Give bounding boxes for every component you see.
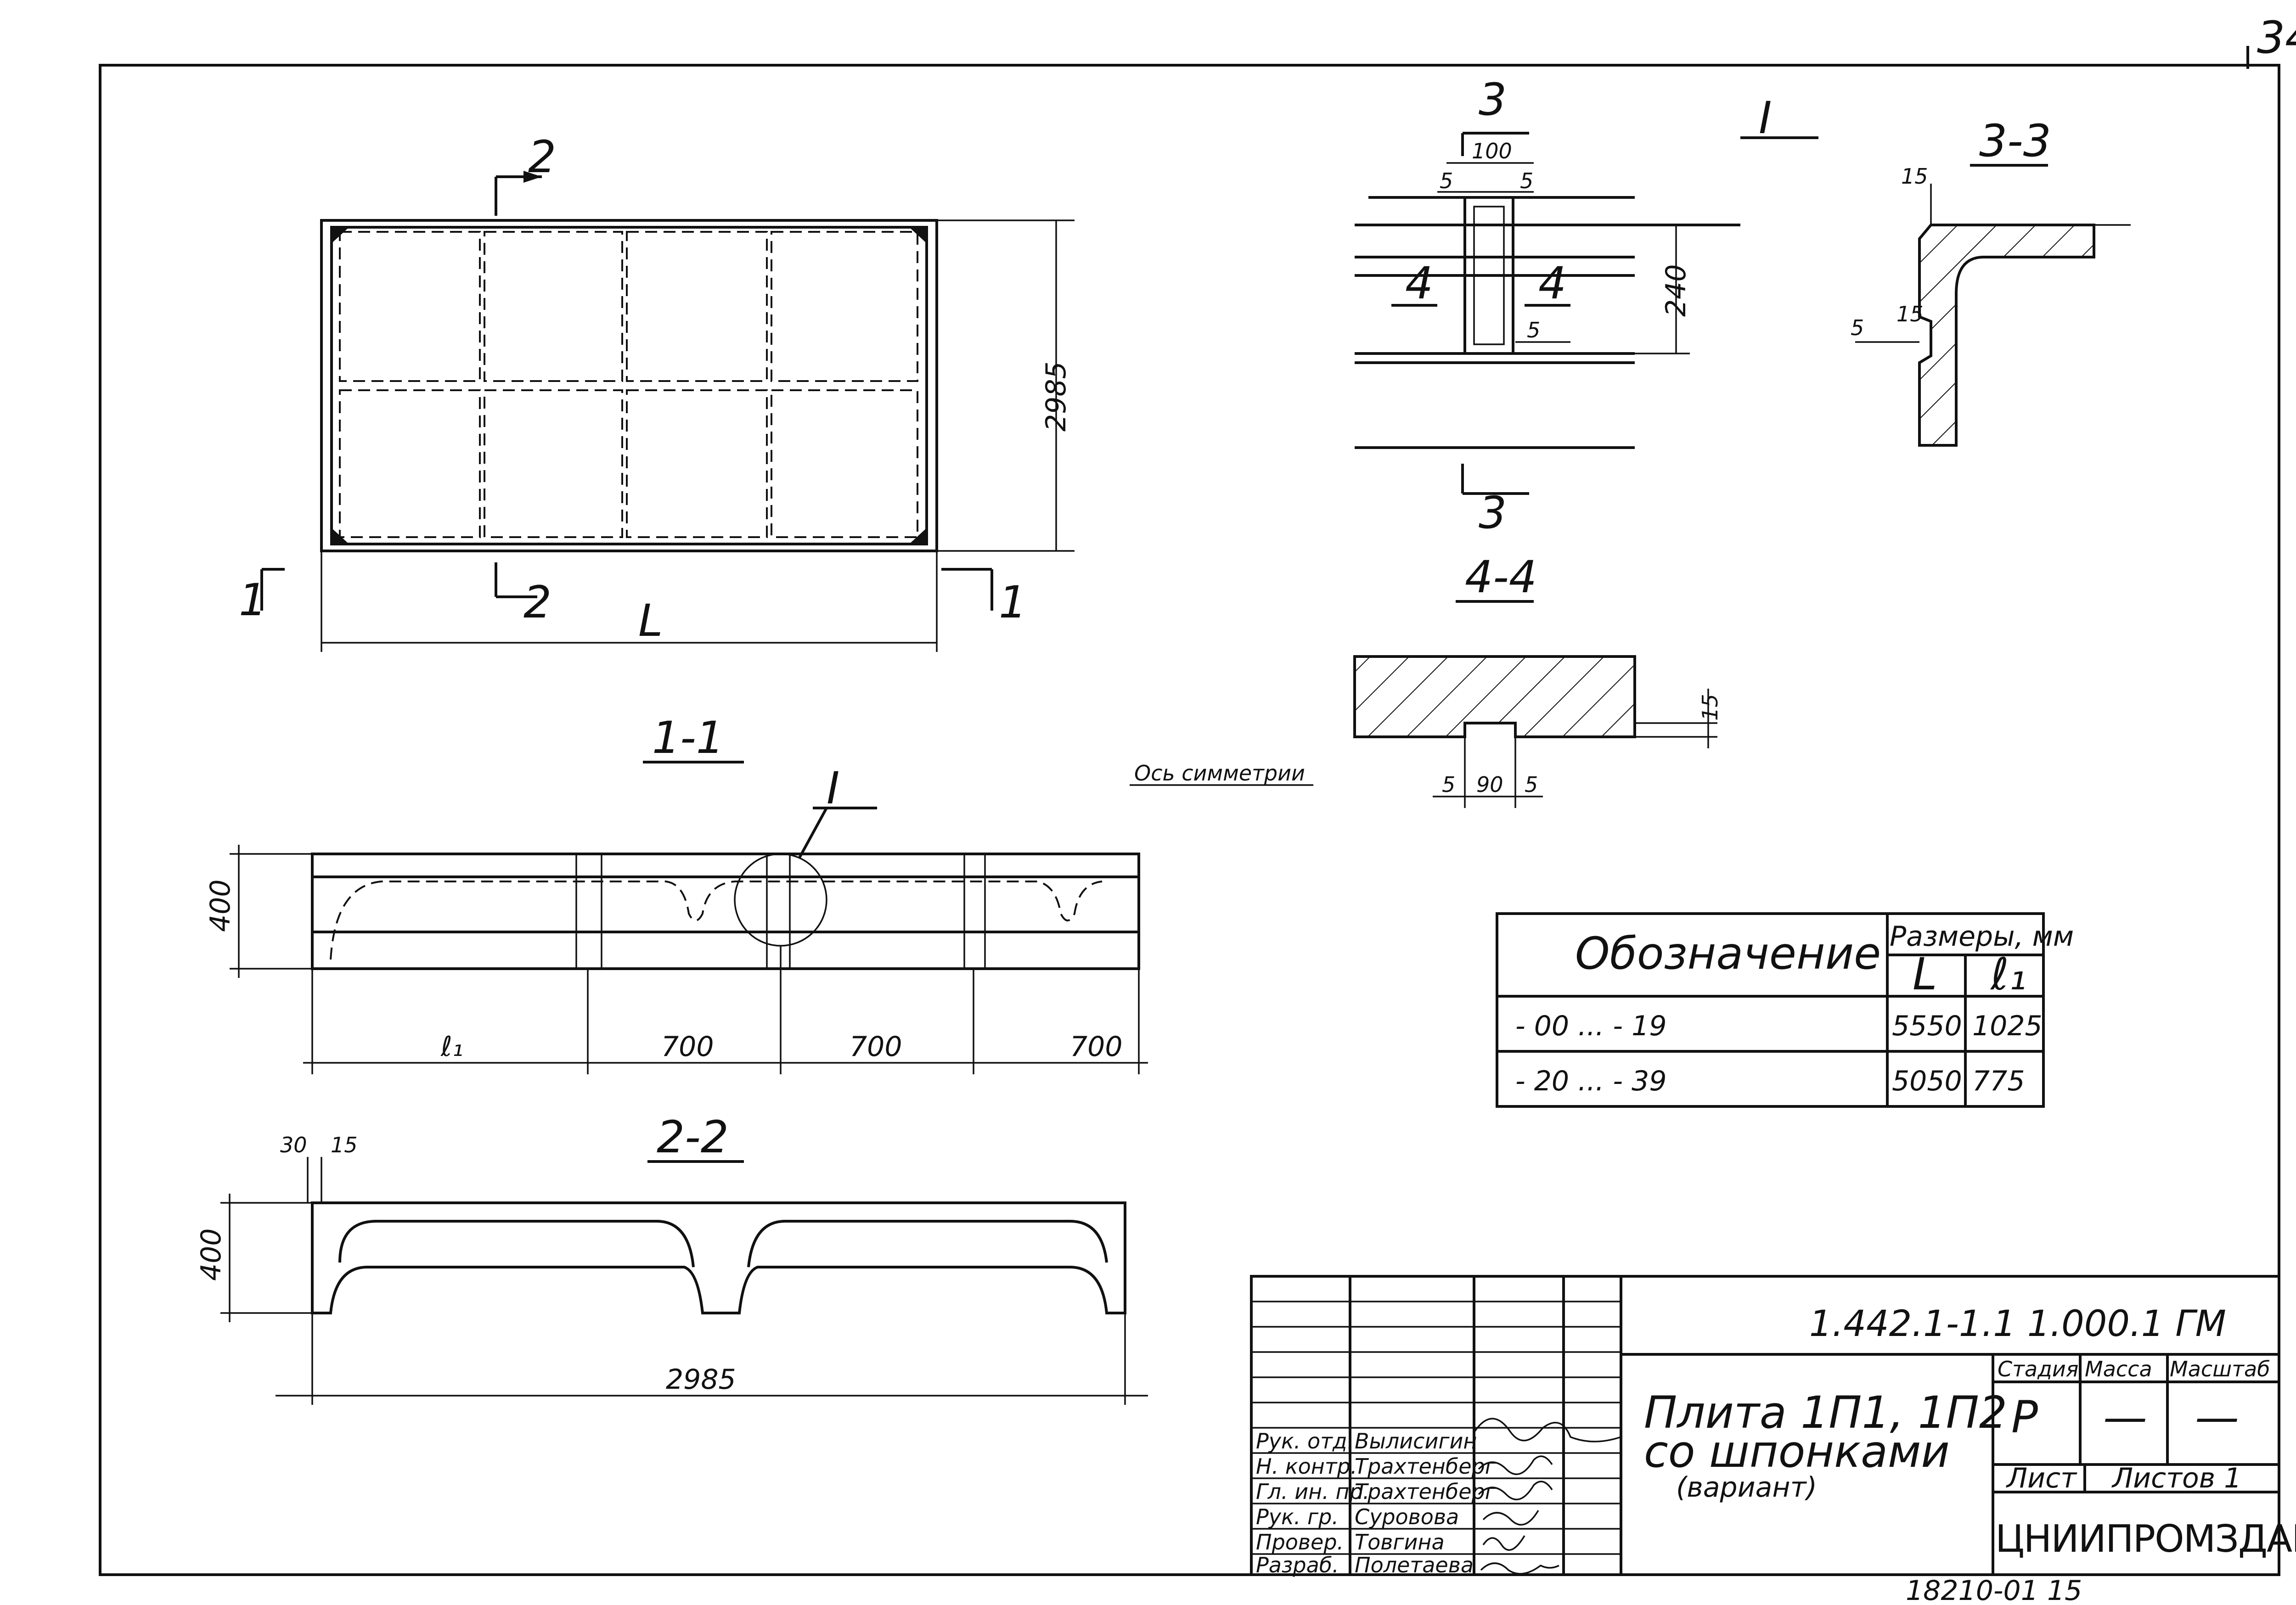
section-4-4-dim-5-right: 5 — [1525, 772, 1538, 797]
section-2-2-dim-height: 400 — [195, 1228, 227, 1281]
role-3-name: Трахтенберг — [1355, 1479, 1497, 1504]
scale-header: Масштаб — [2170, 1357, 2270, 1381]
stage-value: Р — [2011, 1392, 2038, 1443]
role-3: Гл. ин. пр. — [1256, 1479, 1369, 1504]
plan-view: 2 2 1 1 2985 L — [239, 131, 1075, 652]
plan-section-1-right: 1 — [999, 577, 1027, 628]
title-block-grid — [1251, 1301, 1621, 1555]
section-4-4-dim-15: 15 — [1698, 694, 1722, 721]
detail-I-section-3-top: 3 — [1479, 74, 1507, 125]
section-1-1-dim-l1: ℓ₁ — [440, 1031, 463, 1063]
bottom-stamp: 18210-01 15 — [1906, 1575, 2082, 1605]
role-1: Рук. отд. — [1256, 1429, 1354, 1453]
table-header-L: L — [1913, 948, 1937, 1000]
role-2-name: Трахтенберг — [1355, 1454, 1497, 1479]
table-header-sizes: Размеры, мм — [1890, 920, 2074, 953]
sheet-frame: 34 18210-01 15 — [99, 12, 2296, 1605]
plan-dim-width: 2985 — [1040, 361, 1072, 432]
table-header-l1: ℓ₁ — [1990, 948, 2026, 1000]
plan-dim-length: L — [638, 595, 663, 646]
role-1-name: Вылисигин — [1355, 1429, 1477, 1453]
section-3-3-dim-15-top: 15 — [1901, 164, 1928, 189]
table-row-2-designation: - 20 ... - 39 — [1515, 1065, 1667, 1097]
scale-value: — — [2195, 1392, 2239, 1443]
title-line-1: Плита 1П1, 1П2 — [1644, 1387, 2007, 1438]
table-row-2-L: 5050 — [1892, 1065, 1962, 1097]
sheet-label: Лист — [2006, 1462, 2077, 1494]
section-1-1-dim-700-b: 700 — [850, 1031, 902, 1063]
role-5: Провер. — [1256, 1530, 1344, 1554]
section-1-1-dim-height: 400 — [204, 879, 236, 932]
plan-section-2-top: 2 — [528, 131, 556, 183]
detail-I-label-4-left: 4 — [1405, 258, 1433, 309]
section-3-3-title: 3-3 — [1979, 115, 2051, 167]
role-4: Рук. гр. — [1256, 1504, 1339, 1529]
document-code: 1.442.1-1.1 1.000.1 ГМ — [1809, 1303, 2226, 1345]
detail-I-dim-100: 100 — [1472, 139, 1512, 163]
section-3-3: 3-3 15 15 5 — [1851, 115, 2131, 447]
sheets-label: Листов 1 — [2111, 1462, 2241, 1494]
section-1-1-title: 1-1 — [652, 712, 724, 763]
section-2-2-dim-30: 30 — [280, 1133, 307, 1157]
detail-I-dim-240: 240 — [1660, 264, 1692, 317]
section-4-4-dim-90: 90 — [1476, 772, 1503, 797]
section-3-3-dim-5: 5 — [1851, 315, 1864, 340]
page-number: 34 — [2257, 12, 2296, 63]
table-row-1-L: 5550 — [1892, 1010, 1962, 1042]
plan-ribs-grid — [339, 231, 918, 538]
section-2-2-title: 2-2 — [657, 1111, 729, 1163]
detail-I-title: I — [1759, 92, 1772, 144]
mass-value: — — [2103, 1392, 2147, 1443]
detail-I: I 3 3 100 5 5 5 240 4 4 — [1355, 74, 1818, 539]
section-1-1-dim-700-a: 700 — [661, 1031, 714, 1063]
plan-section-1-left: 1 — [239, 574, 267, 626]
mass-header: Масса — [2085, 1357, 2152, 1381]
plan-section-2-bottom: 2 — [523, 577, 551, 628]
table-row-1-l1: 1025 — [1972, 1010, 2043, 1042]
table-row-2-l1: 775 — [1972, 1065, 2025, 1097]
section-4-4-dim-5-left: 5 — [1442, 772, 1455, 797]
size-table: Обозначение Размеры, мм L ℓ₁ - 00 ... - … — [1496, 912, 2074, 1108]
title-line-3: (вариант) — [1676, 1471, 1817, 1504]
section-2-2-dim-15: 15 — [331, 1133, 358, 1157]
role-5-name: Товгина — [1355, 1530, 1445, 1554]
section-1-1-axis-label: Ось симметрии — [1134, 761, 1305, 786]
section-2-2-dim-width: 2985 — [666, 1364, 736, 1396]
title-block: Рук. отд. Вылисигин Н. контр. Трахтенбер… — [1250, 1275, 2296, 1577]
organization-name: ЦНИИПРОМЗДАНИЙ — [1995, 1516, 2296, 1561]
table-row-1-designation: - 00 ... - 19 — [1515, 1010, 1667, 1042]
section-1-1: 1-1 Ось симметрии I 400 ℓ₁ 700 700 700 — [204, 712, 1313, 1074]
section-3-3-dim-15-mid: 15 — [1896, 302, 1924, 326]
stage-header: Стадия — [1998, 1357, 2078, 1381]
section-4-4-title: 4-4 — [1465, 551, 1537, 603]
section-1-1-callout-I: I — [827, 763, 839, 814]
detail-I-dim-5-mid: 5 — [1527, 318, 1540, 342]
detail-I-section-3-bottom: 3 — [1479, 487, 1507, 539]
title-line-2: со шпонками — [1644, 1426, 1950, 1477]
role-6: Разраб. — [1256, 1553, 1339, 1577]
role-4-name: Суровова — [1355, 1504, 1459, 1529]
role-6-name: Полетаева — [1355, 1553, 1474, 1577]
table-header-designation: Обозначение — [1575, 928, 1881, 979]
section-4-4: 4-4 5 90 5 15 — [1353, 551, 1722, 808]
detail-I-dim-5-left: 5 — [1440, 168, 1453, 193]
section-2-2: 2-2 30 15 400 2985 — [195, 1111, 1148, 1405]
detail-I-dim-5-right: 5 — [1520, 168, 1533, 193]
section-1-1-dim-700-c: 700 — [1070, 1031, 1123, 1063]
detail-I-label-4-right: 4 — [1538, 258, 1566, 309]
role-2: Н. контр. — [1256, 1454, 1357, 1479]
signatures — [1473, 1418, 1621, 1575]
